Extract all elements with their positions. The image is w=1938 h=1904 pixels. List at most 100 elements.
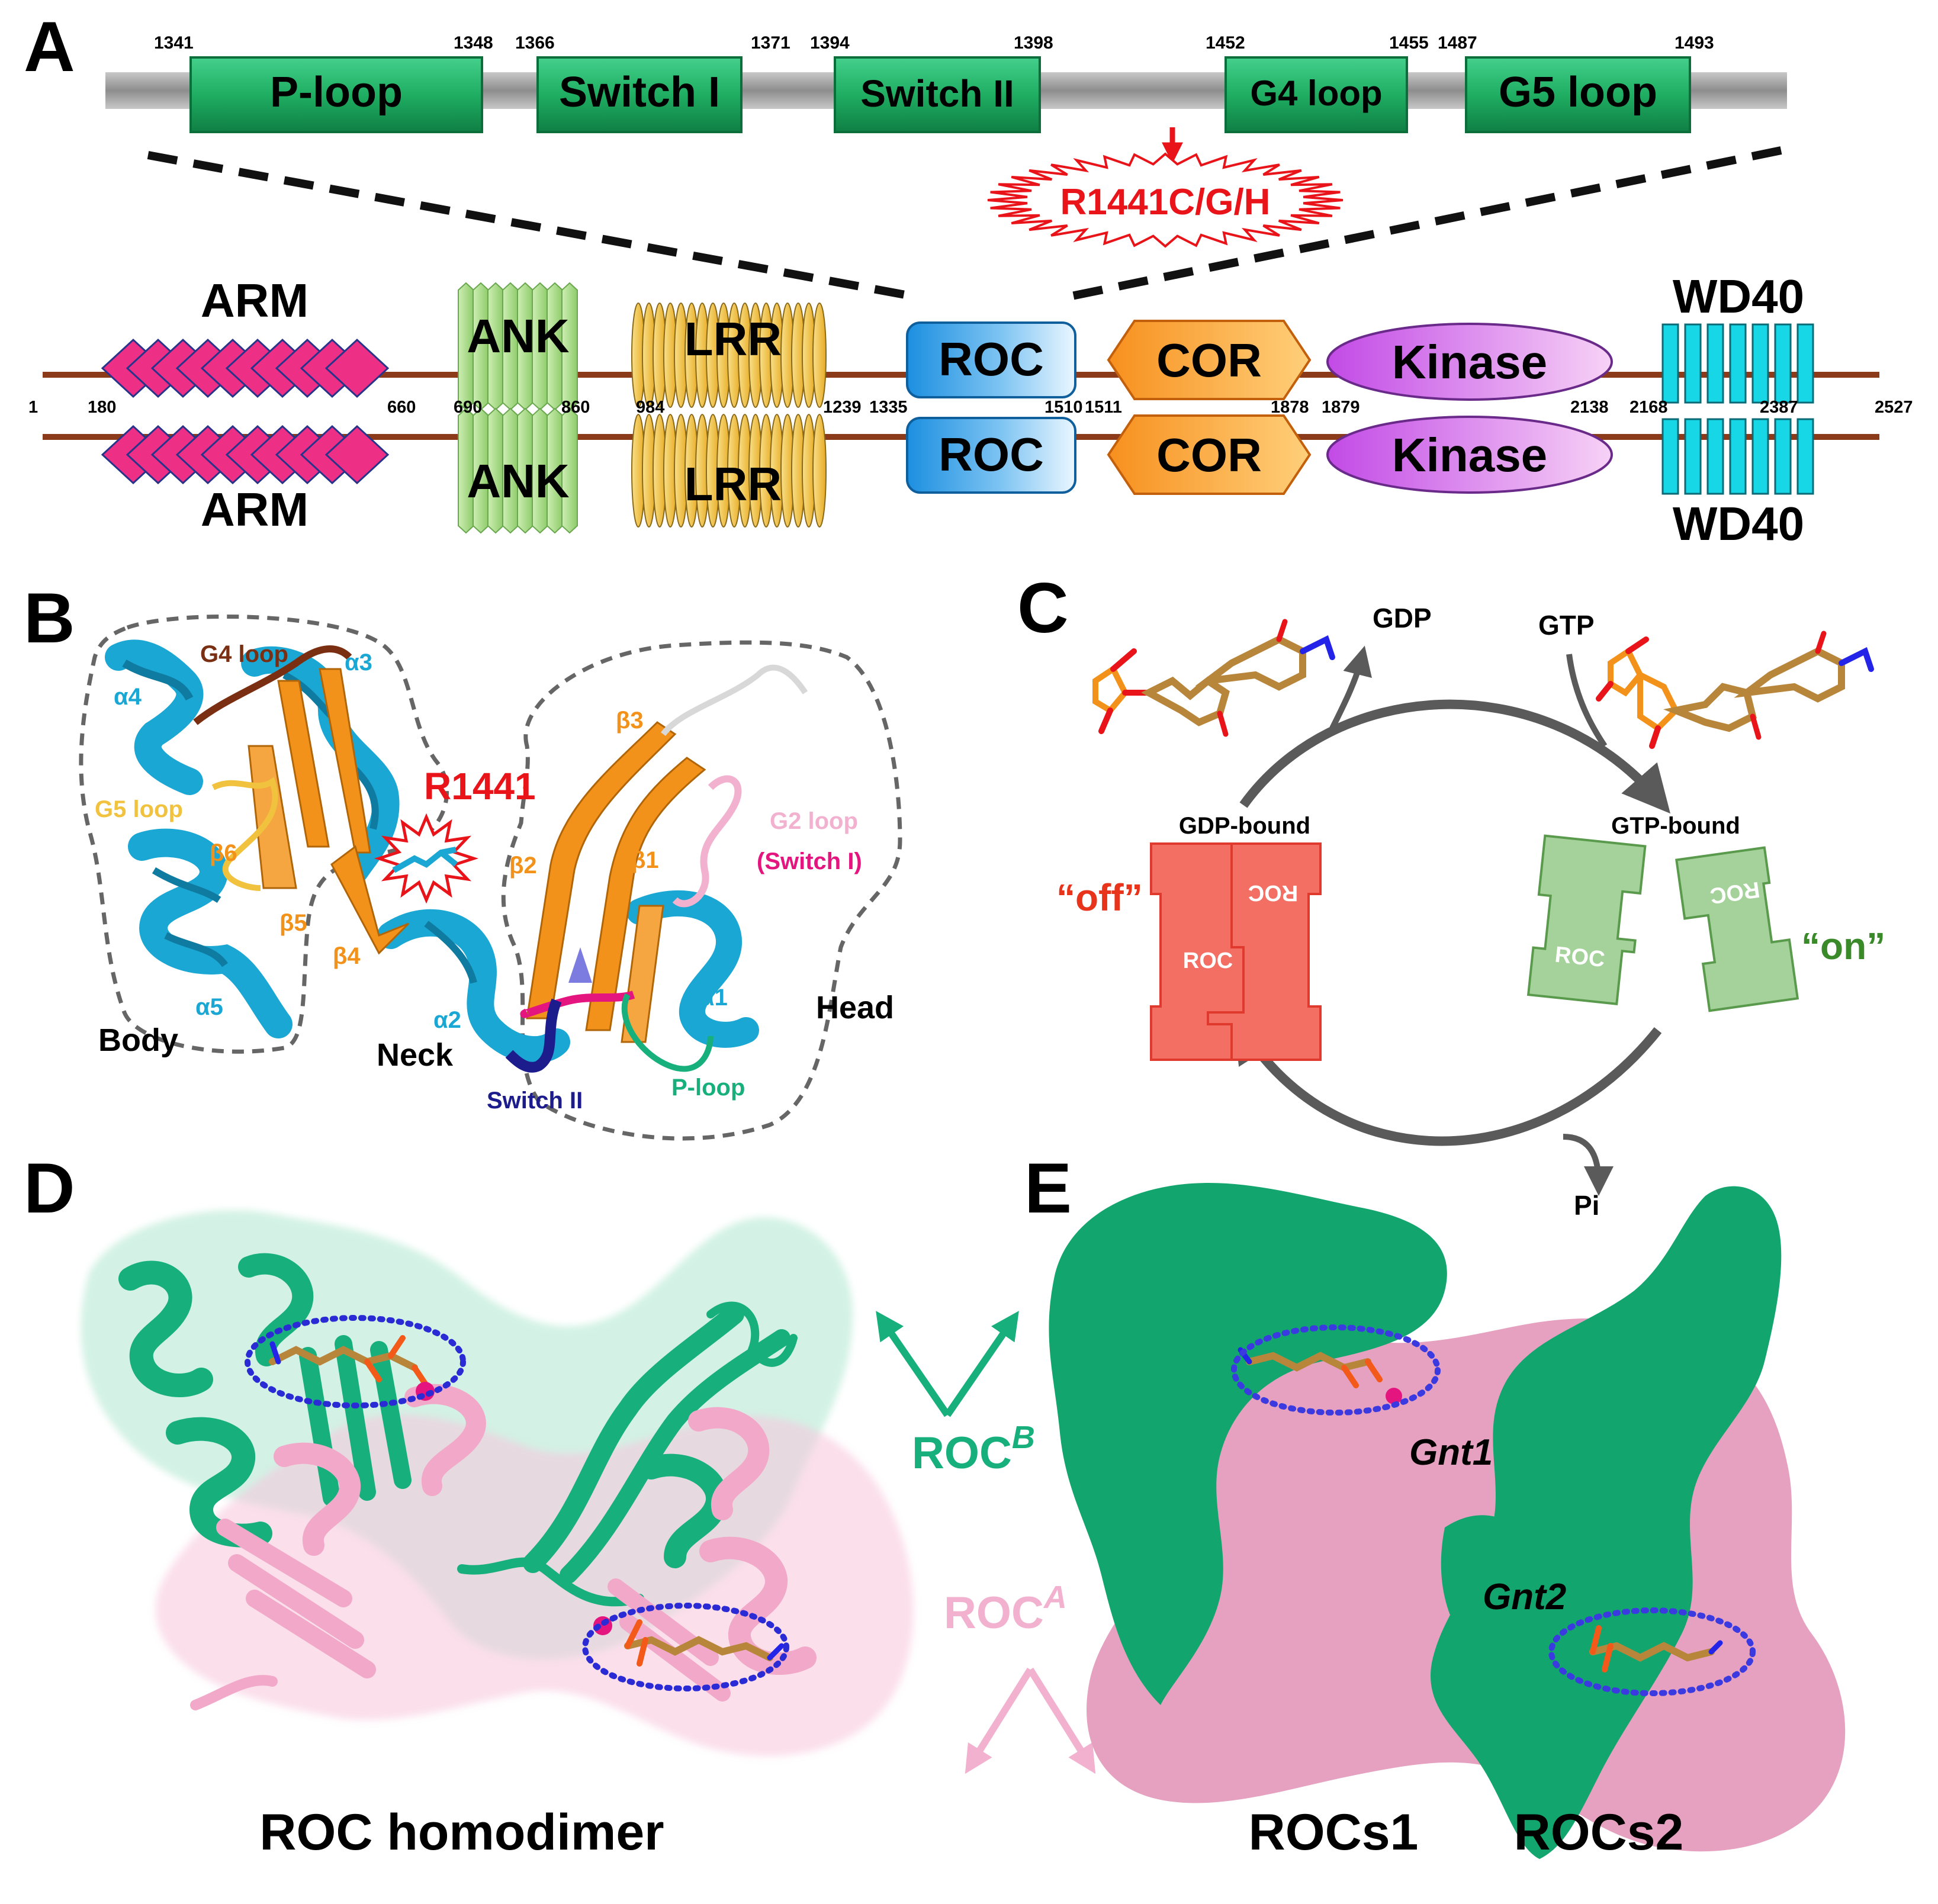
- gdp-release-arrow: [1329, 645, 1372, 730]
- switch2-trace: [505, 998, 562, 1073]
- wd40-blade: [1796, 418, 1814, 495]
- helix-label-a1: α1: [700, 985, 728, 1011]
- kinase-label: Kinase: [1392, 336, 1547, 388]
- position-number: 2168: [1630, 398, 1668, 417]
- ank-label-top: ANK: [467, 310, 570, 362]
- position-number: 660: [387, 398, 416, 417]
- zoom-line-right: [1071, 146, 1782, 300]
- body-label: Body: [98, 1022, 178, 1058]
- g2-loop-trace: [672, 775, 742, 908]
- binding-site-ring-bottom: [582, 1603, 789, 1691]
- rocs2-label: ROCs2: [1514, 1804, 1684, 1861]
- motif-end: 1493: [1675, 33, 1714, 53]
- mutation-burst: R1441C/G/H: [987, 127, 1344, 248]
- wd40-label-top: WD40: [1673, 270, 1804, 323]
- motif-end: 1348: [454, 33, 493, 53]
- cycle-arrow-bottom: [1233, 1014, 1662, 1146]
- g4-loop-trace: [193, 645, 352, 725]
- position-number: 1: [28, 398, 38, 417]
- roc-b-label: ROCB: [912, 1420, 1035, 1478]
- wd40-blade: [1774, 418, 1792, 495]
- position-number: 2387: [1760, 398, 1798, 417]
- mutation-label: R1441C/G/H: [1060, 182, 1271, 223]
- ank-repeat: [561, 407, 578, 534]
- panel-e: E Gnt1 Gnt2 ROCs1 ROCs2: [1024, 1149, 1846, 1861]
- lrr-label-top: LRR: [684, 313, 782, 365]
- ank-repeat: [561, 282, 578, 411]
- roc-monomer-on-left: ROC: [1526, 834, 1647, 1005]
- strand-label-b5: β5: [279, 910, 307, 936]
- motif-start: 1341: [154, 33, 194, 53]
- wd40-label-bottom: WD40: [1673, 497, 1804, 550]
- roc-block-off-right: [1207, 842, 1322, 1061]
- lrr-repeat: [812, 303, 827, 408]
- roc-block-label: ROC: [1554, 943, 1606, 973]
- motif-switch-i: Switch I 1366 1371: [515, 33, 790, 133]
- motif-label: P-loop: [270, 69, 403, 116]
- helix-alpha2: [377, 909, 570, 1064]
- helix-alpha5: [128, 828, 293, 1038]
- r1441-label: R1441: [424, 765, 536, 808]
- gtp-molecule: [1596, 631, 1874, 749]
- roc-domain-top: ROC: [906, 321, 1076, 398]
- gdp-bound-label: GDP-bound: [1179, 813, 1310, 839]
- lrr-repeat: [812, 414, 827, 528]
- motif-start: 1394: [810, 33, 850, 53]
- g5-loop-label: G5 loop: [95, 796, 183, 822]
- gnt1-label: Gnt1: [1409, 1432, 1493, 1473]
- motif-end: 1398: [1014, 33, 1053, 53]
- wd40-blade: [1661, 418, 1679, 495]
- roc-homodimer-label: ROC homodimer: [259, 1804, 664, 1861]
- lrr-domain-top: [631, 303, 827, 408]
- ank-label-bottom: ANK: [467, 455, 570, 507]
- roc-dimer-off: ROC ROC: [1150, 842, 1322, 1061]
- roc-label: ROC: [939, 428, 1044, 481]
- off-label: “off”: [1056, 876, 1143, 919]
- strand-label-b2: β2: [509, 853, 537, 879]
- wd40-blade: [1706, 418, 1724, 495]
- wd40-blade: [1729, 418, 1747, 495]
- gtp-label: GTP: [1538, 610, 1595, 641]
- wd40-domain-bottom: [1661, 418, 1814, 495]
- wd40-blade: [1751, 418, 1769, 495]
- motif-g5-loop: G5 loop 1487 1493: [1438, 33, 1714, 133]
- r1441-sidechain: [392, 847, 458, 873]
- roc-b-surface-right: [1431, 1186, 1782, 1859]
- wd40-domain-top: [1661, 323, 1814, 404]
- gdp-label: GDP: [1373, 603, 1432, 633]
- roc-block-label: ROC: [1248, 880, 1298, 905]
- position-number: 984: [636, 398, 664, 417]
- position-number: 2138: [1570, 398, 1609, 417]
- helix-label-a2: α2: [433, 1007, 461, 1033]
- roc-domain-bottom: ROC: [906, 417, 1076, 494]
- strand-label-b4: β4: [333, 943, 361, 969]
- position-number: 690: [454, 398, 482, 417]
- panel-d: D: [24, 1149, 1096, 1861]
- roc-block-label: ROC: [1183, 948, 1233, 973]
- strands-head: [526, 664, 808, 1043]
- lrr-domain-bottom: [631, 414, 827, 528]
- strand-label-b1: β1: [631, 847, 659, 873]
- roc-a-arrows: [965, 1667, 1096, 1774]
- motif-end: 1455: [1389, 33, 1429, 53]
- on-label: “on”: [1801, 925, 1885, 967]
- panel-label-d: D: [24, 1149, 75, 1228]
- ligand-gnt2: [1589, 1625, 1723, 1673]
- position-number: 180: [88, 398, 116, 417]
- panel-label-a: A: [24, 7, 75, 86]
- panel-b-labels: G4 loop G5 loop α4 α3 α5 α2 α1 β6 β5 β4 …: [95, 641, 862, 1114]
- wd40-blade: [1751, 323, 1769, 404]
- motif-g4-loop: G4 loop 1452 1455: [1206, 33, 1429, 133]
- wd40-blade: [1796, 323, 1814, 404]
- arm-domain-bottom: [101, 424, 390, 485]
- p-loop-trace: [621, 993, 714, 1072]
- head-outline: [501, 640, 902, 1141]
- position-number: 1879: [1322, 398, 1360, 417]
- head-label: Head: [816, 990, 894, 1025]
- roc-label: ROC: [939, 333, 1044, 385]
- motif-label: Switch I: [559, 69, 720, 116]
- zoom-line-left: [147, 151, 913, 300]
- kinase-domain-top: Kinase: [1326, 323, 1613, 401]
- cycle-arrow-top: [1239, 699, 1671, 814]
- panel-label-b: B: [24, 578, 75, 658]
